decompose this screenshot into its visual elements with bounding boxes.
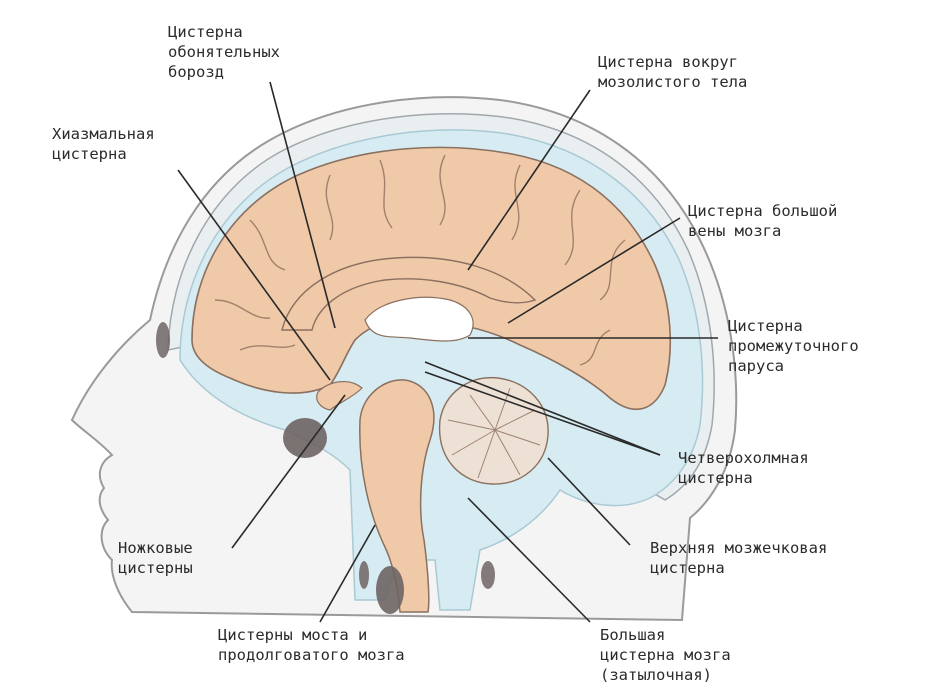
label-line: Ножковые: [118, 539, 193, 557]
label-quadrigeminal-cistern: Четверохолмная цистерна: [678, 448, 809, 488]
label-line: цистерны: [118, 559, 193, 577]
leader-superior-cerebellar: [547, 457, 631, 546]
vertebra-shadow-1: [376, 566, 404, 614]
label-corpus-callosum-cistern: Цистерна вокруг мозолистого тела: [598, 52, 747, 92]
orbit-shadow: [156, 322, 170, 358]
label-line: Цистерна: [168, 23, 243, 41]
thalamus: [364, 296, 474, 342]
optic-chiasm: [316, 381, 363, 411]
label-line: Цистерна большой: [688, 202, 838, 220]
label-line: цистерна: [678, 469, 753, 487]
label-line: Цистерна вокруг: [598, 53, 738, 71]
label-line: Верхняя мозжечковая: [650, 539, 828, 557]
label-superior-cerebellar-cistern: Верхняя мозжечковая цистерна: [650, 538, 827, 578]
brainstem: [359, 379, 435, 613]
label-line: цистерна: [650, 559, 725, 577]
label-great-vein-cistern: Цистерна большой вены мозга: [688, 201, 837, 241]
label-line: Цистерны моста и: [218, 626, 368, 644]
label-line: цистерна мозга: [600, 646, 731, 664]
label-line: цистерна: [52, 145, 127, 163]
leader-pons-medulla: [319, 524, 376, 623]
label-line: обонятельных: [168, 43, 280, 61]
gyri: [214, 154, 626, 366]
label-line: промежуточного: [728, 337, 859, 355]
leader-chiasmal: [177, 169, 331, 381]
label-line: (затылочная): [600, 666, 712, 684]
leader-quadrigeminal-2: [424, 371, 661, 456]
label-line: борозд: [168, 63, 224, 81]
label-peduncular-cisterns: Ножковые цистерны: [118, 538, 193, 578]
label-line: Четверохолмная: [678, 449, 809, 467]
label-chiasmal-cistern: Хиазмальная цистерна: [52, 124, 155, 164]
leader-lines: [177, 81, 718, 623]
label-line: Цистерна: [728, 317, 803, 335]
leader-magna: [467, 497, 591, 623]
cerebellum-folia: [447, 387, 541, 479]
label-olfactory-cistern: Цистерна обонятельных борозд: [168, 22, 280, 82]
label-velum-cistern: Цистерна промежуточного паруса: [728, 316, 859, 376]
label-line: продолговатого мозга: [218, 646, 405, 664]
label-line: Хиазмальная: [52, 125, 155, 143]
vertebra-shadow-2: [359, 561, 369, 589]
leader-great-vein: [507, 217, 681, 324]
sinus-shadow: [283, 418, 327, 458]
leader-quadrigeminal-1: [424, 361, 661, 456]
label-pons-medulla-cisterns: Цистерны моста и продолговатого мозга: [218, 625, 405, 665]
label-line: Большая: [600, 626, 666, 644]
label-line: мозолистого тела: [598, 73, 748, 91]
label-cisterna-magna: Большая цистерна мозга (затылочная): [600, 625, 731, 685]
leader-olfactory: [269, 81, 336, 329]
leader-corpus-callosum: [467, 89, 591, 271]
label-line: вены мозга: [688, 222, 782, 240]
label-line: паруса: [728, 357, 784, 375]
vertebra-shadow-3: [481, 561, 495, 589]
leader-peduncular: [231, 394, 346, 549]
corpus-callosum: [281, 256, 537, 331]
